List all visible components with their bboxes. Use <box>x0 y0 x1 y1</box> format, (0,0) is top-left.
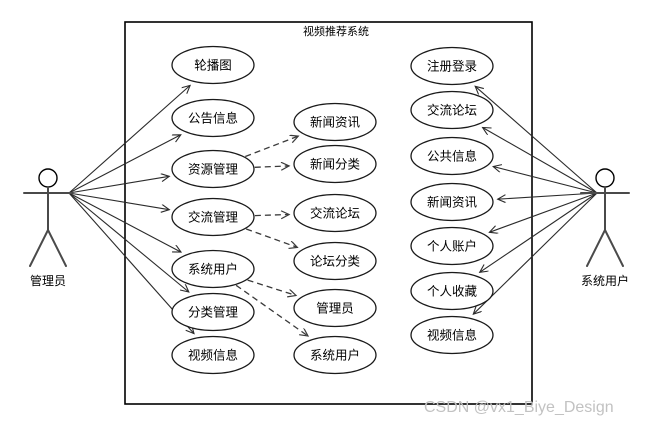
use-case-ellipse <box>293 241 377 281</box>
csdn-watermark: CSDN @vx1_Biye_Design <box>424 399 614 416</box>
use-case-label: 视频信息 <box>188 347 238 362</box>
use-case-label: 轮播图 <box>194 58 232 72</box>
use-case-uc_video_info_l[interactable]: 视频信息 <box>171 335 255 375</box>
use-case-ellipse <box>293 102 377 142</box>
use-case-label: 系统用户 <box>310 347 360 362</box>
use-case-uc_sysuser_m[interactable]: 系统用户 <box>293 335 377 375</box>
use-case-uc_system_user_mgmt[interactable]: 系统用户 <box>171 249 255 289</box>
use-case-uc_news_info_r[interactable]: 新闻资讯 <box>410 182 494 222</box>
use-case-ellipse <box>171 149 255 189</box>
use-case-ellipse <box>171 98 255 138</box>
use-case-uc_news_info_m[interactable]: 新闻资讯 <box>293 102 377 142</box>
actor-label: 管理员 <box>30 273 66 288</box>
use-case-label: 新闻分类 <box>310 156 361 171</box>
use-case-uc_carousel[interactable]: 轮播图 <box>171 45 255 85</box>
use-case-uc_video_info_r[interactable]: 视频信息 <box>410 315 494 355</box>
actor-right-leg <box>604 229 624 267</box>
use-case-uc_news_category[interactable]: 新闻分类 <box>293 144 377 184</box>
association-user-to-uc_news_info_r <box>498 192 598 199</box>
association-user-to-uc_forum_r <box>483 128 598 194</box>
system-boundary-box <box>124 21 533 405</box>
use-case-uc_forum_mgmt[interactable]: 交流管理 <box>171 197 255 237</box>
association-admin-to-uc_carousel <box>68 85 190 194</box>
actor-head-icon <box>38 168 58 188</box>
actor-left-leg <box>586 229 606 267</box>
use-case-ellipse <box>410 226 494 266</box>
use-case-label: 新闻资讯 <box>310 114 361 129</box>
use-case-ellipse <box>293 144 377 184</box>
use-case-uc_forum_r[interactable]: 交流论坛 <box>410 90 494 130</box>
use-case-label: 公共信息 <box>427 148 477 163</box>
use-case-uc_category_mgmt[interactable]: 分类管理 <box>171 292 255 332</box>
use-case-label: 交流管理 <box>188 209 239 224</box>
use-case-uc_register_login[interactable]: 注册登录 <box>410 46 494 86</box>
actor-left-leg <box>29 229 49 267</box>
use-case-uc_forum_category[interactable]: 论坛分类 <box>293 241 377 281</box>
use-case-ellipse <box>293 335 377 375</box>
dependency-uc_system_user_mgmt-to-uc_sysuser_m <box>235 284 308 336</box>
dependency-uc_forum_mgmt-to-uc_forum_m <box>254 215 289 216</box>
use-case-label: 系统用户 <box>188 261 238 276</box>
relationship-lines-layer <box>68 85 598 336</box>
use-case-uc_resource_mgmt[interactable]: 资源管理 <box>171 149 255 189</box>
association-admin-to-uc_notice <box>68 135 181 194</box>
actor-right-leg <box>47 229 67 267</box>
association-admin-to-uc_resource_mgmt <box>68 176 169 194</box>
use-case-label: 注册登录 <box>427 58 477 73</box>
association-user-to-uc_public_info <box>493 167 598 194</box>
dependency-uc_system_user_mgmt-to-uc_admin_m <box>247 279 296 295</box>
use-case-ellipse <box>410 90 494 130</box>
use-case-label: 管理员 <box>316 300 354 315</box>
dependency-uc_resource_mgmt-to-uc_news_info_m <box>245 136 298 158</box>
use-case-label: 论坛分类 <box>310 254 361 268</box>
use-case-ellipse <box>410 136 494 176</box>
use-case-uc_public_info[interactable]: 公共信息 <box>410 136 494 176</box>
use-case-label: 个人收藏 <box>427 284 478 298</box>
use-case-ellipse <box>410 46 494 86</box>
actor-layer: 管理员 系统用户 <box>23 168 630 288</box>
association-user-to-uc_personal_acct <box>489 192 598 232</box>
use-case-ellipse <box>293 288 377 328</box>
use-case-ellipse <box>171 249 255 289</box>
actor-head-icon <box>595 168 615 188</box>
use-case-label: 资源管理 <box>188 161 239 176</box>
use-case-label: 视频信息 <box>427 327 477 342</box>
dependency-uc_resource_mgmt-to-uc_news_category <box>254 166 289 167</box>
use-case-ellipse <box>293 193 377 233</box>
dependency-uc_forum_mgmt-to-uc_forum_category <box>245 228 297 247</box>
use-case-label: 新闻资讯 <box>427 194 478 209</box>
use-case-ellipse <box>410 182 494 222</box>
association-admin-to-uc_category_mgmt <box>68 192 189 292</box>
actor-system_user[interactable]: 系统用户 <box>580 168 630 288</box>
use-case-uc_forum_m[interactable]: 交流论坛 <box>293 193 377 233</box>
use-case-label: 公告信息 <box>188 110 238 125</box>
use-case-ellipse <box>171 292 255 332</box>
association-admin-to-uc_system_user_mgmt <box>68 192 181 252</box>
use-case-ellipse <box>410 315 494 355</box>
actor-label: 系统用户 <box>581 273 629 288</box>
association-user-to-uc_register_login <box>475 86 598 194</box>
use-case-label: 个人账户 <box>427 238 477 253</box>
use-case-uc_admin_m[interactable]: 管理员 <box>293 288 377 328</box>
use-case-ellipse <box>171 197 255 237</box>
use-case-label: 交流论坛 <box>427 102 477 117</box>
use-case-ellipse <box>171 335 255 375</box>
use-case-label: 分类管理 <box>188 304 239 319</box>
use-case-uc_personal_fav[interactable]: 个人收藏 <box>410 271 494 311</box>
use-case-ellipse <box>171 45 255 85</box>
association-user-to-uc_personal_fav <box>480 192 598 272</box>
association-user-to-uc_video_info_r <box>473 192 598 314</box>
use-case-layer: 轮播图公告信息资源管理交流管理系统用户分类管理视频信息新闻资讯新闻分类交流论坛论… <box>171 45 494 375</box>
use-case-ellipse <box>410 271 494 311</box>
use-case-uc_notice[interactable]: 公告信息 <box>171 98 255 138</box>
actor-admin[interactable]: 管理员 <box>23 168 73 288</box>
use-case-uc_personal_acct[interactable]: 个人账户 <box>410 226 494 266</box>
use-case-label: 交流论坛 <box>310 205 360 220</box>
association-admin-to-uc_forum_mgmt <box>68 192 169 210</box>
system-title: 视频推荐系统 <box>303 24 369 38</box>
